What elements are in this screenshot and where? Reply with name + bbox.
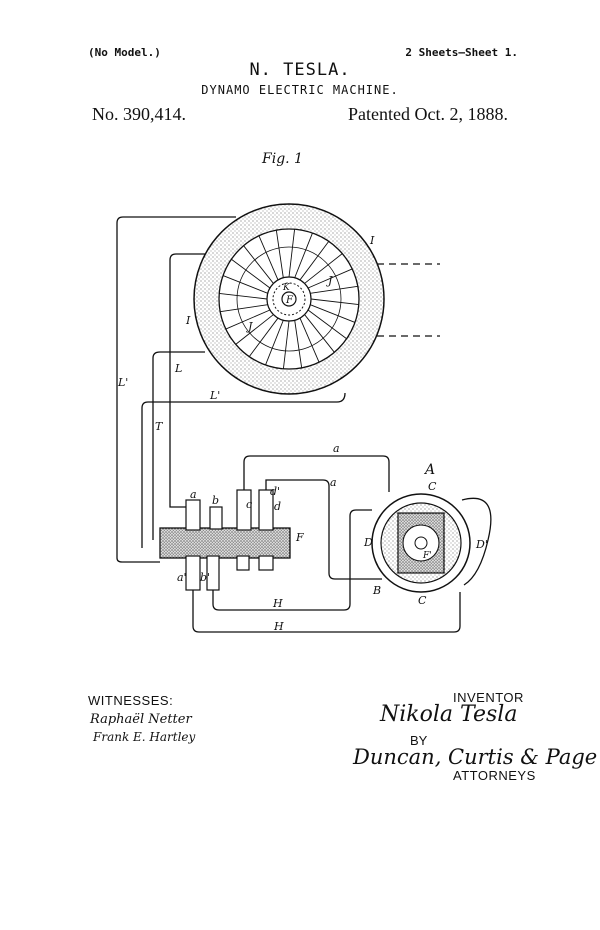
label-F-shaft: F: [295, 531, 304, 544]
label-a-bottom: a': [177, 571, 187, 584]
armature-spoke: [307, 309, 347, 340]
label-C-top: C: [428, 480, 437, 493]
armature-spoke: [307, 268, 353, 289]
figure-labels: I I J J K F L L' L' T a a a b c d d' a' …: [117, 234, 488, 633]
armature-spoke: [225, 309, 271, 330]
witnesses-label: WITNESSES:: [88, 693, 174, 708]
inventor-name-header: N. TESLA.: [249, 60, 351, 80]
armature-coil-ring: [236, 246, 342, 352]
wire-H-bottom: [192, 590, 461, 633]
armature-spoke: [219, 292, 268, 300]
label-F-top: F: [285, 295, 294, 306]
label-L-mid: L': [209, 389, 220, 402]
label-J-top: J: [326, 274, 333, 287]
label-D-right: D': [475, 538, 488, 551]
wire-a-top: [243, 455, 390, 492]
attorneys-label: ATTORNEYS: [453, 768, 536, 783]
terminal-a: [185, 499, 201, 531]
witness-signature-1: Raphaël Netter: [90, 712, 192, 727]
label-b-bottom: b': [200, 571, 210, 584]
armature-spoke: [304, 314, 335, 353]
label-F-motor: F': [422, 551, 432, 561]
collector-assembly: [159, 489, 291, 591]
armature-spoke: [299, 241, 330, 281]
generator: [193, 203, 385, 395]
label-D-left: D: [363, 536, 373, 549]
inventor-signature: Nikola Tesla: [380, 702, 518, 727]
figure-caption: Fig. 1: [261, 151, 303, 167]
wire-motor-right: [461, 497, 492, 586]
armature-coils: [219, 229, 359, 369]
label-H: H: [272, 597, 283, 610]
witness-signature-2: Frank E. Hartley: [93, 730, 196, 744]
label-d-terminal: d: [274, 500, 281, 513]
patent-title: DYNAMO ELECTRIC MACHINE.: [201, 83, 399, 97]
armature-spoke: [235, 314, 274, 345]
label-C-bottom: C: [418, 594, 427, 607]
label-L: L: [174, 362, 182, 375]
attorney-signature: Duncan, Curtis & Page: [353, 745, 598, 769]
inventor-label: INVENTOR: [453, 690, 524, 705]
label-A: A: [423, 462, 435, 478]
armature-spoke: [220, 304, 268, 313]
armature-spoke: [222, 275, 268, 294]
wire-outer: [116, 216, 236, 563]
label-I-left: I: [185, 314, 191, 327]
patent-date: Patented Oct. 2, 1888.: [348, 104, 508, 124]
label-K: K: [282, 283, 291, 293]
wire-a-right: [265, 479, 382, 580]
label-a-right: a: [330, 476, 337, 489]
terminal-b: [209, 506, 223, 530]
label-a-terminal: a: [190, 488, 197, 501]
sheet-number: 2 Sheets—Sheet 1.: [405, 46, 518, 59]
terminal-bottom-2: [258, 555, 274, 571]
label-c-terminal: c: [246, 498, 252, 511]
armature-spoke: [310, 304, 356, 323]
label-T: T: [155, 420, 164, 433]
label-B: B: [372, 584, 381, 597]
armature-spoke: [294, 320, 303, 368]
armature-spoke: [294, 232, 313, 278]
terminal-b-prime: [206, 555, 220, 591]
collector-shaft: [159, 527, 291, 559]
wire-H: [212, 509, 372, 611]
label-d-prime: d': [270, 485, 280, 498]
armature-spoke: [275, 230, 284, 278]
armature-spoke: [231, 258, 271, 289]
wire-L-mid: [152, 351, 205, 540]
no-model-note: (No Model.): [88, 46, 161, 59]
motor-shaft: [414, 536, 428, 550]
armature-spoke: [258, 235, 279, 281]
label-J-bottom: J: [246, 320, 253, 333]
generator-shaft: [281, 291, 297, 307]
terminal-a-prime: [185, 555, 201, 591]
terminal-d: [258, 489, 274, 531]
wire-L-prime: [141, 392, 346, 548]
terminal-c: [236, 489, 252, 531]
wiring: [116, 216, 492, 633]
armature-spoke: [299, 317, 320, 363]
armature-spoke: [310, 298, 359, 306]
armature-spoke: [310, 285, 358, 294]
by-label: BY: [410, 733, 428, 748]
label-I: I: [369, 234, 375, 247]
label-L-left: L': [117, 376, 128, 389]
wire-L: [169, 253, 220, 508]
label-H-bottom: H: [273, 620, 284, 633]
armature-spoke: [248, 317, 279, 357]
patent-number: No. 390,414.: [92, 104, 186, 124]
motor: [371, 493, 471, 593]
armature-spoke: [288, 229, 296, 278]
label-a-top: a: [333, 442, 340, 455]
label-b-terminal: b: [212, 494, 219, 507]
armature-spoke: [282, 320, 290, 369]
armature-spoke: [265, 320, 284, 366]
armature-spoke: [304, 253, 343, 284]
armature-spoke: [243, 245, 274, 284]
terminal-bottom-1: [236, 555, 250, 571]
